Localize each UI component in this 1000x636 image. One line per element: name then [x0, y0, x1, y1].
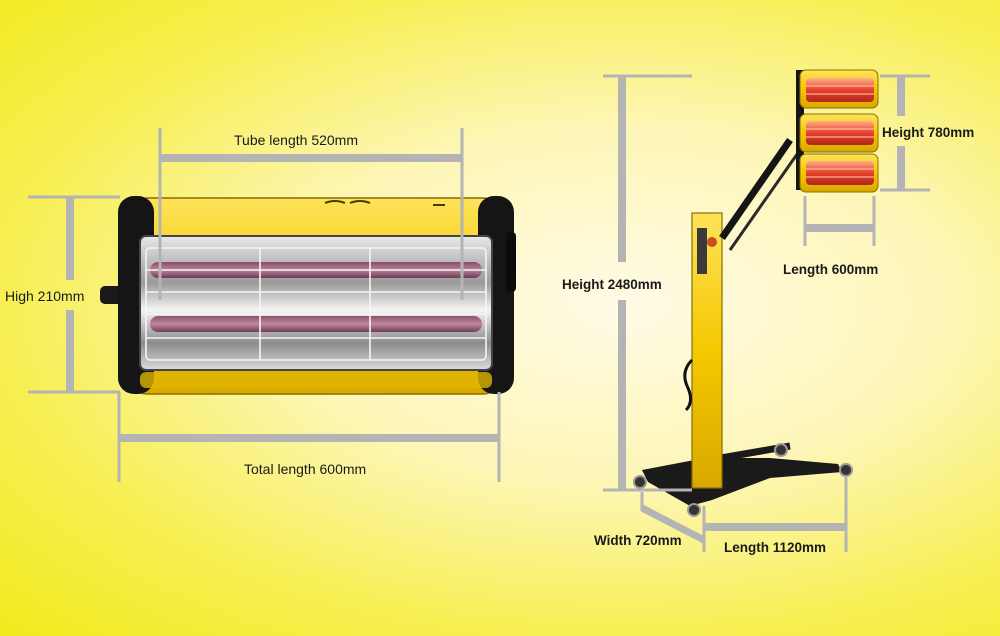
support-arm-brace — [728, 149, 802, 251]
lamp-length-label: Length 600mm — [783, 262, 879, 277]
lamp-module-top — [799, 69, 879, 109]
stand-unit — [633, 69, 879, 517]
control-knob — [707, 237, 717, 247]
lamp-module-bottom — [799, 153, 879, 193]
housing-logo-mark — [324, 200, 445, 206]
lamp-module-middle — [799, 113, 879, 153]
high-label: High 210mm — [5, 288, 85, 304]
support-arm — [719, 138, 793, 240]
heater-dimension-lines — [28, 128, 501, 482]
reflector-window — [139, 235, 493, 371]
overall-height-label: Height 2480mm — [562, 277, 662, 292]
caster-wheel — [687, 503, 701, 517]
side-knob — [506, 232, 516, 292]
control-panel — [697, 228, 707, 274]
total-length-label: Total length 600mm — [244, 461, 367, 477]
lamp-height-label: Height 780mm — [882, 125, 975, 140]
tube-length-label: Tube length 520mm — [234, 132, 358, 148]
stand-dimension-lines — [603, 74, 930, 552]
heater-unit — [100, 196, 516, 395]
caster-wheel — [774, 443, 788, 457]
lamp-tube-bottom — [150, 316, 482, 332]
housing-bottom-rim — [140, 372, 492, 388]
caster-wheel — [839, 463, 853, 477]
stand-base — [642, 458, 842, 506]
power-cord — [683, 358, 694, 412]
wire-grille — [145, 247, 487, 361]
base-length-label: Length 1120mm — [724, 540, 827, 555]
base-width-label: Width 720mm — [594, 533, 682, 548]
caster-wheel — [633, 475, 647, 489]
